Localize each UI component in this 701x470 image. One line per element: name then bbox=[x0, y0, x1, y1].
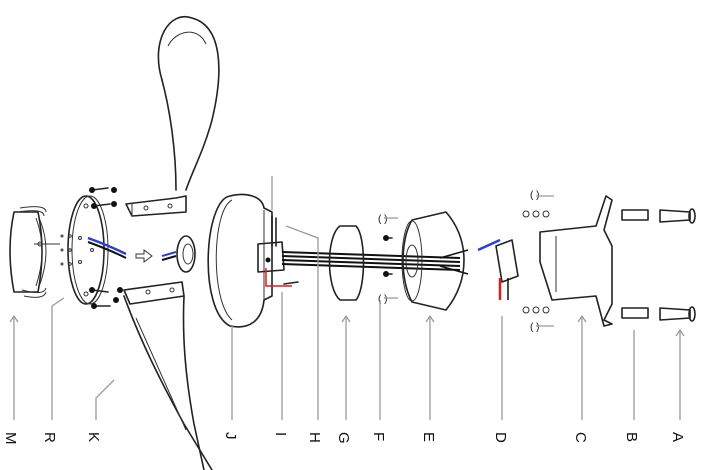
part-c-mounting-bracket: ( ) ( ) bbox=[522, 190, 613, 333]
label-c: C bbox=[572, 432, 589, 443]
label-d: D bbox=[492, 432, 509, 443]
label-b: B bbox=[623, 432, 640, 442]
part-b-anchors bbox=[621, 209, 649, 319]
part-m-cap bbox=[9, 206, 60, 298]
svg-text:( ): ( ) bbox=[530, 322, 539, 333]
svg-text:( ): ( ) bbox=[530, 190, 539, 201]
label-g: G bbox=[335, 432, 352, 444]
part-f-screws: ( ) ( ) bbox=[378, 214, 393, 305]
label-m: M bbox=[2, 432, 19, 445]
label-h: H bbox=[306, 432, 323, 443]
part-e-canopy bbox=[401, 211, 465, 311]
label-i: I bbox=[272, 432, 289, 436]
label-f: F bbox=[370, 432, 387, 441]
hub-ring bbox=[161, 235, 196, 273]
part-k-blades bbox=[111, 15, 220, 470]
part-labels: M R K J I H G F E D C B A bbox=[2, 432, 686, 445]
leader-lines bbox=[9, 176, 685, 420]
part-j-motor-housing bbox=[207, 193, 273, 328]
label-e: E bbox=[420, 432, 437, 442]
label-j: J bbox=[222, 432, 239, 440]
part-a-bolts bbox=[659, 208, 696, 322]
label-r: R bbox=[41, 432, 58, 443]
part-i-h-coupler bbox=[257, 215, 299, 287]
label-a: A bbox=[669, 432, 686, 442]
label-k: K bbox=[85, 432, 102, 442]
part-d-connector bbox=[477, 238, 519, 300]
part-g-yoke-cover bbox=[328, 225, 365, 301]
svg-text:( ): ( ) bbox=[378, 294, 387, 305]
plate-screws bbox=[89, 187, 111, 309]
part-r-motor-plate bbox=[60, 187, 153, 309]
downrod-wires bbox=[281, 249, 469, 275]
svg-text:( ): ( ) bbox=[378, 214, 387, 225]
